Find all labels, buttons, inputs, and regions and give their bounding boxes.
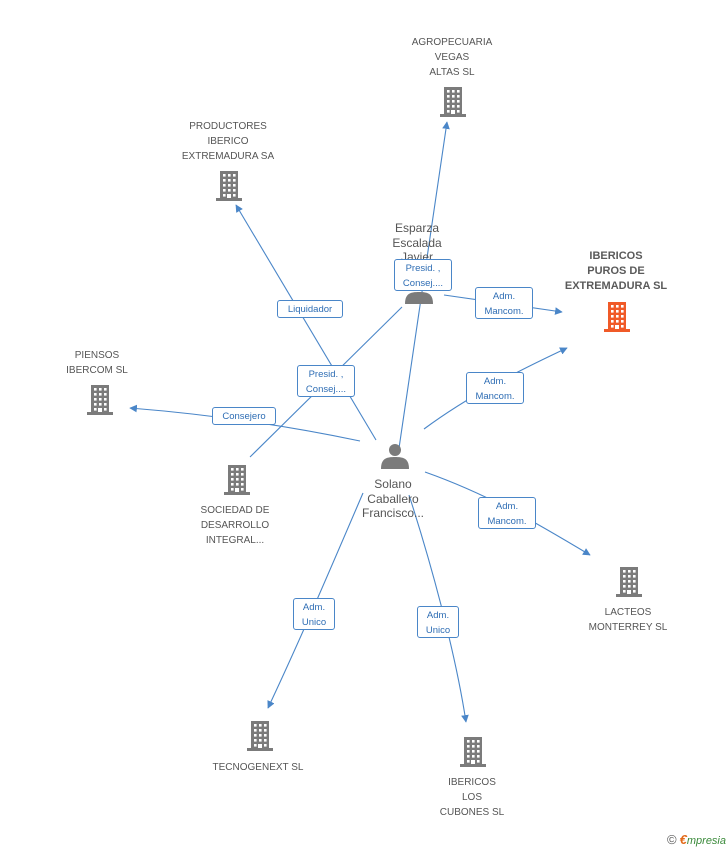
relation-label-line: Consejero xyxy=(222,411,266,422)
relation-label[interactable]: Adm. Mancom. xyxy=(466,372,524,404)
company-label-line: LACTEOS xyxy=(604,607,652,618)
relation-label-line: Adm. xyxy=(495,501,519,512)
company-label-line: AGROPECUARIA xyxy=(411,37,493,48)
person-label-line: Solano xyxy=(374,477,412,491)
company-label-line: SOCIEDAD DE xyxy=(200,505,270,516)
company-label-line: PUROS DE xyxy=(587,265,645,277)
relation-label[interactable]: Consejero xyxy=(212,407,276,425)
company-label-line: PIENSOS xyxy=(74,350,120,361)
company-label: LACTEOS MONTERREY SL xyxy=(589,605,668,635)
company-label-line: EXTREMADURA SL xyxy=(564,280,668,292)
building-icon[interactable] xyxy=(616,567,642,597)
building-icon[interactable] xyxy=(460,737,486,767)
relation-label-line: Unico xyxy=(425,625,451,636)
brand-name: mpresia xyxy=(686,835,726,847)
relation-label[interactable]: Adm. Mancom. xyxy=(478,497,536,529)
building-icon[interactable] xyxy=(247,721,273,751)
company-label: PRODUCTORES IBERICO EXTREMADURA SA xyxy=(182,119,274,164)
copyright-icon: © xyxy=(667,832,677,847)
relation-edge xyxy=(235,204,377,441)
company-label-line: VEGAS xyxy=(434,52,470,63)
relation-label-line: Mancom. xyxy=(484,306,524,317)
company-label: TECNOGENEXT SL xyxy=(213,760,304,775)
relation-label-line: Presid. , xyxy=(405,263,441,274)
company-label-line: IBERICOS xyxy=(589,250,643,262)
relation-label-line: Adm. xyxy=(302,602,326,613)
relation-label[interactable]: Adm. Unico xyxy=(417,606,459,638)
relation-label[interactable]: Presid. , Consej.... xyxy=(394,259,452,291)
brand-initial: € xyxy=(679,832,687,847)
company-label-line: LOS xyxy=(461,792,482,803)
building-icon[interactable] xyxy=(87,385,113,415)
relation-edge xyxy=(408,494,469,723)
relation-label-line: Adm. xyxy=(426,610,450,621)
relation-label[interactable]: Adm. Mancom. xyxy=(475,287,533,319)
relation-label-line: Liquidador xyxy=(287,304,333,315)
building-icon[interactable] xyxy=(216,171,242,201)
empresia-brand[interactable]: ©€mpresia xyxy=(667,832,726,847)
building-icon[interactable] xyxy=(604,302,630,332)
company-label-line: IBERCOM SL xyxy=(66,365,128,376)
person-label-line: Escalada xyxy=(392,235,442,250)
relation-label[interactable]: Liquidador xyxy=(277,300,343,318)
company-label-line: ALTAS SL xyxy=(429,67,475,78)
company-label: PIENSOS IBERCOM SL xyxy=(66,348,128,378)
relation-label-line: Adm. xyxy=(483,376,507,387)
company-label-line: EXTREMADURA SA xyxy=(181,151,275,162)
company-label: SOCIEDAD DE DESARROLLO INTEGRAL... xyxy=(201,503,270,548)
relation-label-line: Adm. xyxy=(492,291,516,302)
company-label-line: MONTERREY SL xyxy=(588,622,668,633)
company-label: IBERICOS LOS CUBONES SL xyxy=(440,775,504,820)
relation-label-line: Presid. , xyxy=(308,369,344,380)
company-label-line: IBERICOS xyxy=(448,777,496,788)
company-label-line: PRODUCTORES xyxy=(189,121,267,132)
relation-label-line: Mancom. xyxy=(487,516,527,527)
person-icon[interactable] xyxy=(381,444,409,469)
relation-label-line: Consej.... xyxy=(305,384,347,395)
company-label-line: TECNOGENEXT SL xyxy=(212,762,304,773)
relation-label-line: Unico xyxy=(301,617,327,628)
company-label-line: INTEGRAL... xyxy=(205,535,265,546)
company-label: IBERICOS PUROS DE EXTREMADURA SL xyxy=(565,249,667,294)
relation-label[interactable]: Presid. , Consej.... xyxy=(297,365,355,397)
company-label-line: IBERICO xyxy=(207,136,249,147)
building-icon[interactable] xyxy=(224,465,250,495)
relation-label[interactable]: Adm. Unico xyxy=(293,598,335,630)
company-label-line: DESARROLLO xyxy=(200,520,270,531)
person-label-line: Esparza xyxy=(394,221,440,235)
company-label-line: CUBONES SL xyxy=(439,807,505,818)
relation-label-line: Mancom. xyxy=(475,391,515,402)
company-label: AGROPECUARIA VEGAS ALTAS SL xyxy=(412,35,493,80)
person-label-line: Francisco... xyxy=(361,506,425,520)
building-icon[interactable] xyxy=(440,87,466,117)
relation-label-line: Consej.... xyxy=(402,278,444,289)
person-label-line: Caballero xyxy=(367,491,419,506)
